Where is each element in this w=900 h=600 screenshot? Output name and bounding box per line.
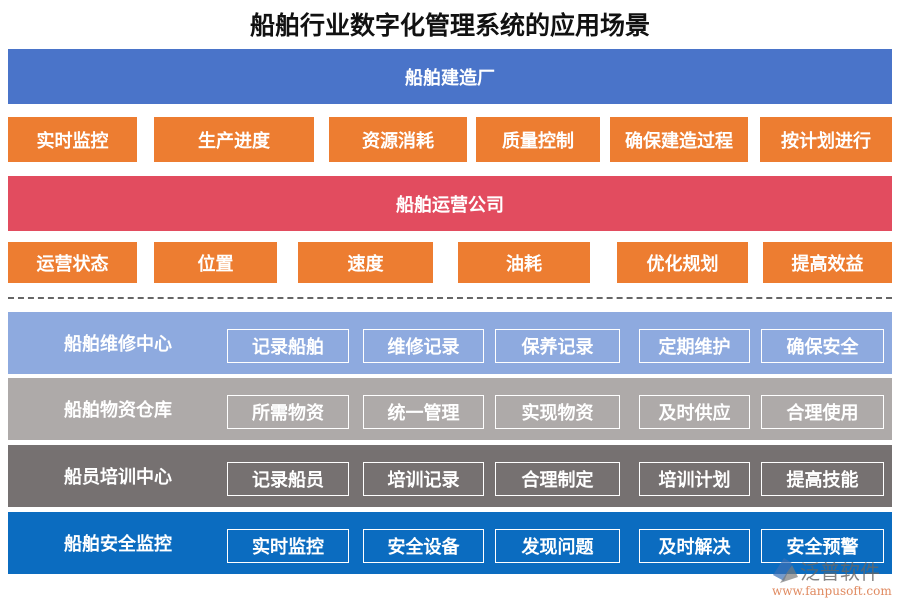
section-label: 船舶物资仓库 <box>64 400 172 421</box>
section-item: 培训记录 <box>363 462 484 496</box>
shipyard-item: 实时监控 <box>8 117 137 162</box>
shipyard-item: 生产进度 <box>154 117 314 162</box>
divider <box>8 297 892 299</box>
svg-text:www.fanpusoft.com: www.fanpusoft.com <box>772 584 892 598</box>
shipyard-item: 确保建造过程 <box>610 117 748 162</box>
shipyard-item: 按计划进行 <box>760 117 892 162</box>
section-item: 记录船舶 <box>227 329 349 363</box>
section-item: 发现问题 <box>495 529 620 563</box>
section-item: 统一管理 <box>363 395 484 429</box>
section-item: 实时监控 <box>227 529 349 563</box>
operator-item: 油耗 <box>458 242 590 283</box>
operator-item: 速度 <box>298 242 433 283</box>
section-label: 船员培训中心 <box>64 467 172 488</box>
section-item: 及时供应 <box>639 395 750 429</box>
section-item: 合理制定 <box>495 462 620 496</box>
section-row: 船舶物资仓库 所需物资统一管理实现物资及时供应合理使用 <box>8 378 892 440</box>
section-item: 定期维护 <box>639 329 750 363</box>
section-item: 安全设备 <box>363 529 484 563</box>
page-title: 船舶行业数字化管理系统的应用场景 <box>249 11 650 40</box>
shipyard-bar: 船舶建造厂 <box>8 49 892 104</box>
section-item: 安全预警 <box>761 529 884 563</box>
section-item: 维修记录 <box>363 329 484 363</box>
section-item: 提高技能 <box>761 462 884 496</box>
section-item: 记录船员 <box>227 462 349 496</box>
section-row: 船员培训中心 记录船员培训记录合理制定培训计划提高技能 <box>8 445 892 507</box>
section-row: 船舶安全监控 实时监控安全设备发现问题及时解决安全预警 <box>8 512 892 574</box>
operator-bar: 船舶运营公司 <box>8 176 892 231</box>
section-item: 合理使用 <box>761 395 884 429</box>
section-item: 实现物资 <box>495 395 620 429</box>
section-row: 船舶维修中心 记录船舶维修记录保养记录定期维护确保安全 <box>8 312 892 374</box>
operator-item: 位置 <box>154 242 277 283</box>
shipyard-item: 资源消耗 <box>329 117 467 162</box>
operator-item: 运营状态 <box>8 242 137 283</box>
fanpu-logo-watermark: 泛普软件 www.fanpusoft.com <box>772 558 892 598</box>
section-item: 保养记录 <box>495 329 620 363</box>
operator-item: 优化规划 <box>617 242 748 283</box>
section-item: 及时解决 <box>639 529 750 563</box>
section-label: 船舶维修中心 <box>64 334 172 355</box>
svg-text:泛普软件: 泛普软件 <box>800 560 880 584</box>
section-label: 船舶安全监控 <box>64 534 172 555</box>
operator-item: 提高效益 <box>763 242 892 283</box>
shipyard-item: 质量控制 <box>476 117 600 162</box>
section-item: 培训计划 <box>639 462 750 496</box>
section-item: 所需物资 <box>227 395 349 429</box>
section-item: 确保安全 <box>761 329 884 363</box>
